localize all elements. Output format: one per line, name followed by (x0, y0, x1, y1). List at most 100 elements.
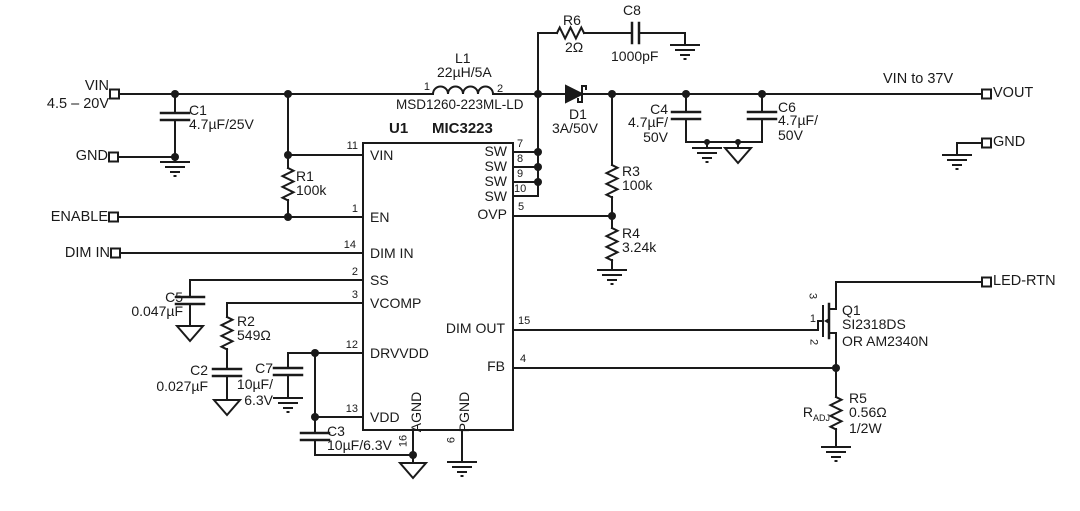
q1-pin-gate-number: 1 (809, 313, 816, 325)
ic-pin-sw3-label: SW (484, 173, 507, 189)
pin-number-2: 2 (351, 266, 358, 278)
d1-schottky-diode (565, 84, 587, 104)
radj-sub: ADJ (812, 412, 830, 423)
gnd-out-terminal (981, 137, 992, 149)
ic-pin-vdd-label: VDD (370, 409, 400, 425)
c7-value1-label: 10µF/ (236, 376, 273, 392)
pin-number-7: 7 (517, 138, 524, 150)
c8-value-label: 1000pF (611, 48, 659, 64)
ic-pin-sw2-label: SW (484, 158, 507, 174)
earth-ground-right (942, 154, 972, 170)
ic-pin-vin-label: VIN (370, 147, 394, 163)
pin-number-11: 11 (346, 140, 358, 152)
ic-ref-label: U1 (389, 120, 409, 137)
pin-number-12: 12 (345, 339, 358, 351)
c3-capacitor-plates (299, 431, 331, 442)
earth-ground-pgnd (447, 461, 477, 477)
vin-terminal-label: VIN (84, 78, 109, 94)
c6-value2-label: 50V (778, 127, 803, 143)
dim-in-terminal (110, 247, 121, 259)
c3-value-label: 10µF/6.3V (327, 437, 392, 453)
c1-ref-label: C1 (189, 102, 207, 118)
ic-pin-drvvdd-label: DRVVDD (370, 345, 429, 361)
l1-inductor-coil (431, 85, 495, 96)
ic-pin-ss-label: SS (370, 272, 389, 288)
r1-resistor-zigzag (280, 166, 296, 202)
r5-resistor-zigzag (828, 395, 844, 431)
vout-note-label: VIN to 37V (883, 71, 954, 87)
c5-capacitor-plates (174, 295, 206, 306)
ic-pin-sw4-label: SW (484, 188, 507, 204)
ic-pin-en-label: EN (370, 209, 390, 225)
c6-ref-label: C6 (778, 99, 796, 115)
pin-number-8: 8 (517, 153, 524, 165)
pin-number-14: 14 (343, 239, 356, 251)
c1-capacitor-plates (159, 111, 191, 122)
terminal-squares (108, 88, 992, 288)
r2-ref-label: R2 (237, 313, 255, 329)
pin-number-9: 9 (517, 168, 524, 180)
d1-value-label: 3A/50V (552, 120, 598, 136)
c7-value2-label: 6.3V (244, 392, 273, 408)
c4-value1-label: 4.7µF/ (628, 114, 668, 130)
c8-capacitor-plates (630, 21, 641, 45)
c1-value-label: 4.7µF/25V (189, 116, 254, 132)
radj-r: R (802, 404, 813, 420)
q1-ref-label: Q1 (842, 302, 861, 318)
r5-ref-label: R5 (849, 390, 867, 406)
earth-ground-c4rail (692, 147, 722, 163)
ic-pin-sw1-label: SW (484, 143, 507, 159)
triangle-ground-c5 (174, 325, 206, 343)
triangle-ground-c2 (211, 399, 243, 417)
vout-terminal-label: VOUT (993, 85, 1034, 101)
pin-number-3: 3 (351, 289, 358, 301)
c7-ref-label: C7 (255, 360, 273, 376)
ic-pin-pgnd-label: PGND (456, 391, 472, 433)
q1-part-label: SI2318DS (842, 316, 906, 332)
l1-pin1-number: 1 (423, 81, 430, 93)
pin-number-15: 15 (518, 315, 531, 327)
earth-ground-r4 (597, 269, 627, 285)
enable-terminal (108, 211, 119, 223)
gnd-in-terminal-label: GND (75, 148, 108, 164)
r5-power-label: 1/2W (849, 420, 882, 436)
c4-capacitor-plates (670, 110, 702, 121)
r1-value-label: 100k (296, 182, 327, 198)
gnd-out-terminal-label: GND (993, 134, 1026, 150)
r2-value-label: 549Ω (237, 327, 271, 343)
earth-ground-c1 (160, 161, 190, 177)
gnd-in-terminal (108, 151, 119, 163)
d1-ref-label: D1 (569, 106, 587, 122)
c3-ref-label: C3 (327, 423, 345, 439)
r3-value-label: 100k (622, 177, 653, 193)
pin-number-1: 1 (351, 203, 358, 215)
r3-ref-label: R3 (622, 163, 640, 179)
pin-number-10: 10 (514, 183, 527, 195)
led-rtn-terminal (981, 276, 992, 288)
ic-pin-dimin-label: DIM IN (370, 245, 414, 261)
r2-resistor-zigzag (219, 315, 235, 351)
r6-resistor-zigzag (555, 25, 586, 41)
r6-value-label: 2Ω (565, 39, 584, 55)
q1-pin-drain-number: 3 (806, 292, 819, 300)
l1-value-label: 22µH/5A (437, 64, 492, 80)
pin-number-6: 6 (445, 436, 458, 444)
c2-capacitor-plates (211, 367, 243, 378)
ic-pin-dimout-label: DIM OUT (445, 320, 505, 336)
q1-alt-label: OR AM2340N (842, 333, 929, 349)
l1-ref-label: L1 (455, 50, 471, 66)
pin-number-4: 4 (520, 353, 527, 365)
ic-pin-vcomp-label: VCOMP (370, 295, 422, 311)
vout-terminal (981, 88, 992, 100)
radj-label: RADJ (803, 405, 830, 425)
pin-number-13: 13 (345, 403, 358, 415)
c4-ref-label: C4 (650, 101, 668, 117)
c2-value-label: 0.027µF (156, 378, 208, 394)
r4-resistor-zigzag (604, 226, 620, 262)
earth-ground-r5 (821, 446, 851, 462)
c6-value1-label: 4.7µF/ (778, 112, 818, 128)
ic-pin-agnd-label: AGND (408, 391, 424, 433)
c5-ref-label: C5 (165, 289, 183, 305)
r5-value-label: 0.56Ω (849, 404, 887, 420)
